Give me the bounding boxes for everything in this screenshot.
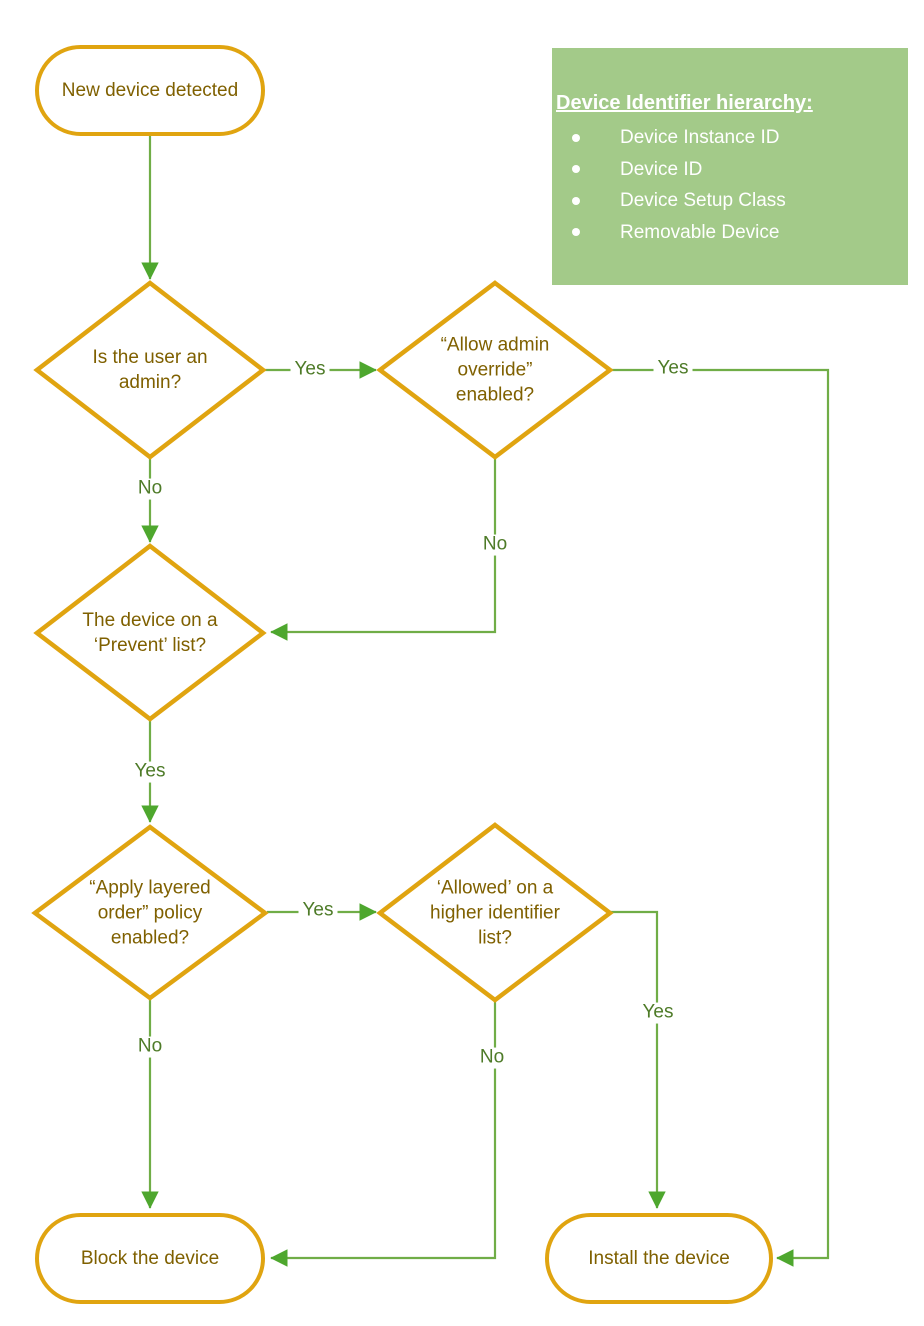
edge-allowed-yes-to-install — [610, 910, 666, 1209]
info-panel-title: Device Identifier hierarchy: — [556, 92, 813, 114]
edge-override-yes-to-install — [612, 368, 830, 1267]
edge-label-admin-yes: Yes — [290, 359, 330, 381]
info-panel-item: Removable Device — [620, 221, 780, 243]
decision-apply-layered-order — [31, 824, 269, 1001]
list-item: Device Setup Class — [556, 185, 900, 217]
decision-label-device-on-prevent-list: The device on a ‘Prevent’ list? — [82, 609, 218, 656]
decision-allowed-higher-identifier — [376, 822, 614, 1003]
edge-label-override-no: No — [478, 534, 512, 556]
edge-label-allowed-yes: Yes — [638, 1002, 678, 1024]
edge-label-allowed-no: No — [475, 1047, 509, 1069]
decision-label-allowed-higher-identifier: ‘Allowed’ on a higher identifier list? — [430, 877, 560, 949]
info-panel-item: Device Instance ID — [620, 127, 780, 148]
decision-is-user-admin — [33, 280, 267, 460]
edge-allowed-no-to-block — [270, 999, 497, 1267]
edge-label-layered-no: No — [133, 1036, 167, 1058]
terminator-label: New device detected — [61, 79, 239, 101]
list-item: Removable Device — [556, 217, 900, 249]
decision-allow-admin-override — [376, 280, 614, 460]
edge-label-admin-no: No — [133, 478, 167, 500]
edge-label-prevent-yes: Yes — [130, 761, 170, 783]
terminator-label: Block the device — [80, 1247, 220, 1269]
terminator-label: Install the device — [588, 1247, 730, 1269]
device-identifier-hierarchy-panel: Device Identifier hierarchy: Device Inst… — [552, 48, 908, 285]
bullet-icon — [572, 228, 580, 237]
terminator-install-device: Install the device — [545, 1213, 773, 1304]
bullet-icon — [572, 165, 580, 174]
edge-label-override-yes: Yes — [653, 358, 693, 380]
decision-label-is-user-admin: Is the user an admin? — [92, 346, 208, 393]
list-item: Device ID — [556, 154, 900, 186]
decision-device-on-prevent-list — [33, 543, 267, 722]
decision-label-allow-admin-override: “Allow admin override” enabled? — [440, 334, 550, 406]
bullet-icon — [572, 196, 580, 205]
terminator-block-device: Block the device — [35, 1213, 265, 1304]
terminator-new-device-detected: New device detected — [35, 45, 265, 136]
info-panel-item: Device Setup Class — [620, 190, 786, 211]
decision-label-apply-layered-order: “Apply layered order” policy enabled? — [89, 877, 211, 949]
info-panel-item: Device ID — [620, 158, 703, 180]
bullet-icon — [572, 133, 580, 142]
edge-override-no-to-prevent — [270, 457, 497, 641]
list-item: Device Instance ID — [556, 122, 900, 154]
edge-label-layered-yes: Yes — [298, 900, 338, 922]
